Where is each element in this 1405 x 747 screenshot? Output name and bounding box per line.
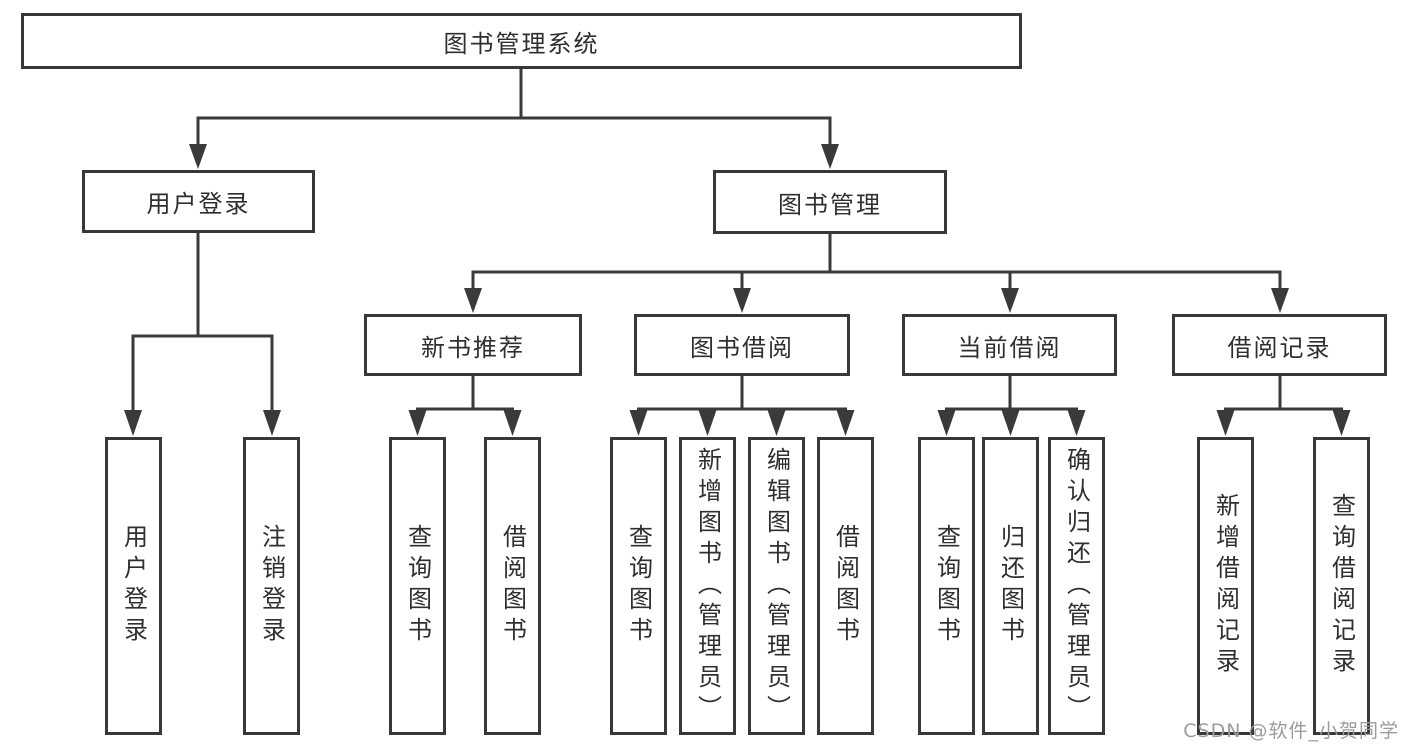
arrow-leaf-user-login [124,410,142,436]
leaf-bor-edit-books-admin-label: 编辑图书（管理员） [762,446,791,726]
leaf-rcd-query-record: 查询借阅记录 [1313,437,1370,735]
arrow-book-management [821,144,839,169]
leaf-rec-query-books-label: 查询图书 [403,524,432,648]
node-root: 图书管理系统 [21,13,1022,69]
arrow-rcd-query [1332,410,1351,436]
node-root-label: 图书管理系统 [443,29,600,58]
leaf-cur-query-books: 查询图书 [918,437,975,735]
node-book-management-label: 图书管理 [778,190,882,219]
node-book-borrowing-label: 图书借阅 [690,333,794,362]
node-borrow-records-label: 借阅记录 [1227,333,1332,362]
arrow-rec-borrow [503,410,522,436]
node-book-management: 图书管理 [713,170,947,234]
leaf-rec-query-books: 查询图书 [389,437,446,735]
leaf-bor-edit-books-admin: 编辑图书（管理员） [748,437,805,735]
bus-group-records [1224,407,1343,413]
node-current-borrowing-label: 当前借阅 [957,333,1062,362]
leaf-bor-borrow-books-label: 借阅图书 [831,524,860,648]
leaf-user-login: 用户登录 [105,437,162,735]
arrow-user-login [189,144,207,169]
bus-group-borrowing [637,407,847,413]
bus-group-recommend [416,407,514,413]
arrow-bor-edit [767,410,786,436]
arrow-book-borrowing [733,288,751,313]
node-user-login-label: 用户登录 [146,190,251,218]
leaf-bor-borrow-books: 借阅图书 [817,437,874,735]
arrow-cur-query [937,410,956,436]
leaf-bor-add-books-admin: 新增图书（管理员） [679,437,736,735]
leaf-cur-confirm-return-admin-label: 确认归还（管理员） [1062,446,1091,726]
arrow-cur-return [1001,410,1020,436]
arrow-current-borrowing [1001,288,1019,313]
bus-level2 [196,116,832,146]
leaf-rec-borrow-books: 借阅图书 [484,437,541,735]
node-book-borrowing: 图书借阅 [634,314,850,376]
leaf-cur-return-books-label: 归还图书 [996,524,1025,648]
leaf-rcd-query-record-label: 查询借阅记录 [1327,493,1356,679]
leaf-user-login-label: 用户登录 [119,524,148,648]
arrow-new-book-recommend [464,288,482,313]
leaf-cur-return-books: 归还图书 [982,437,1039,735]
bus-level3 [471,270,1282,290]
node-new-book-recommend-label: 新书推荐 [421,333,525,362]
arrow-rec-query [408,410,427,436]
arrow-borrow-records [1271,288,1289,313]
node-new-book-recommend: 新书推荐 [364,314,582,376]
node-user-login: 用户登录 [82,170,315,233]
arrow-bor-borrow [836,410,855,436]
arrow-leaf-logout [263,410,281,436]
leaf-rec-borrow-books-label: 借阅图书 [498,524,527,648]
bus-user-login [131,334,274,411]
leaf-cur-confirm-return-admin: 确认归还（管理员） [1048,437,1105,735]
leaf-rcd-add-record: 新增借阅记录 [1197,437,1254,735]
leaf-bor-add-books-admin-label: 新增图书（管理员） [693,446,722,726]
leaf-rcd-add-record-label: 新增借阅记录 [1211,493,1240,679]
node-current-borrowing: 当前借阅 [902,314,1117,376]
leaf-cur-query-books-label: 查询图书 [932,524,961,648]
arrow-bor-add [698,410,717,436]
arrow-cur-confirm [1067,410,1086,436]
leaf-bor-query-books-label: 查询图书 [624,524,653,648]
leaf-logout-label: 注销登录 [257,524,286,648]
leaf-logout: 注销登录 [243,437,300,735]
node-borrow-records: 借阅记录 [1172,314,1387,376]
arrow-bor-query [629,410,648,436]
arrow-rcd-add [1216,410,1235,436]
leaf-bor-query-books: 查询图书 [610,437,667,735]
csdn-watermark: CSDN @软件_小贺同学 [1183,720,1399,742]
